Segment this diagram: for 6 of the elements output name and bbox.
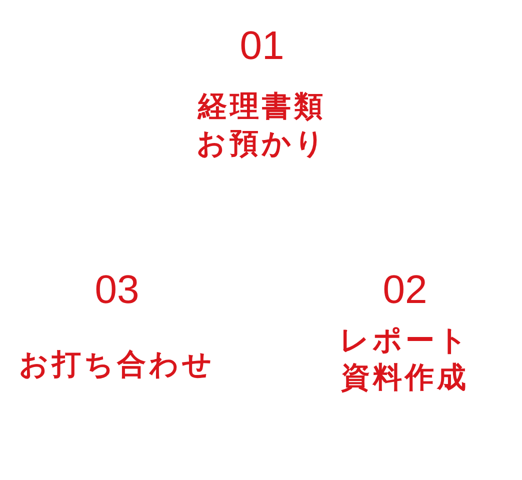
step-label: 経理書類お預かり	[196, 88, 328, 162]
step-number: 03	[94, 268, 140, 312]
step-label: お打ち合わせ	[18, 346, 216, 383]
step-number: 01	[240, 24, 284, 68]
step-label: レポート資料作成	[338, 322, 472, 396]
step-number: 02	[382, 268, 428, 312]
